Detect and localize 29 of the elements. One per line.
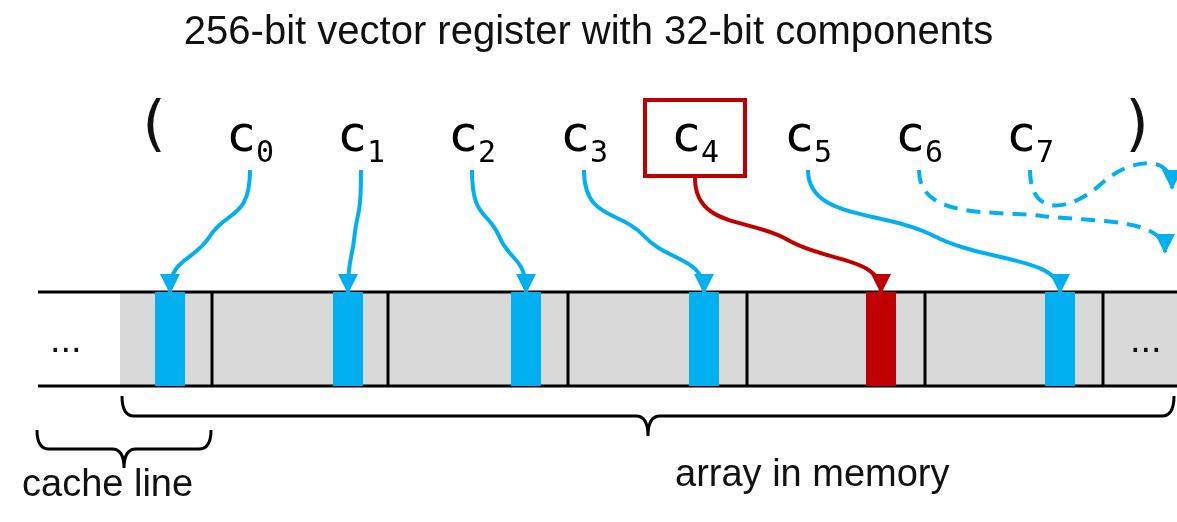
vector-component: c$_{0}$ bbox=[210, 98, 290, 178]
diagram-title: 256-bit vector register with 32-bit components bbox=[182, 8, 995, 53]
arrow bbox=[917, 169, 1172, 254]
vector-component: c$_{6}$ bbox=[879, 98, 959, 178]
ellipsis: ... bbox=[1130, 318, 1162, 361]
arrow bbox=[582, 169, 713, 294]
arrow bbox=[693, 177, 889, 294]
brace-label: array in memory bbox=[675, 452, 950, 495]
vector-component: c$_{7}$ bbox=[990, 98, 1070, 178]
ellipsis: ... bbox=[50, 318, 82, 361]
highlighted-element-bar bbox=[1045, 292, 1075, 386]
arrow bbox=[338, 170, 363, 294]
highlighted-element-bar bbox=[333, 292, 363, 386]
vector-component: c$_{1}$ bbox=[321, 98, 401, 178]
arrow bbox=[806, 169, 1067, 294]
brace-label: cache line bbox=[22, 462, 194, 505]
highlighted-vector-component: c$_{4}$ bbox=[643, 98, 747, 178]
vector-component: c$_{2}$ bbox=[432, 98, 512, 178]
arrow bbox=[161, 169, 252, 294]
arrow bbox=[1028, 161, 1177, 208]
highlighted-element-bar bbox=[155, 292, 185, 386]
highlighted-element-bar bbox=[511, 292, 541, 386]
paren: ) bbox=[1120, 88, 1157, 158]
vector-component: c$_{5}$ bbox=[768, 98, 848, 178]
vector-component: c$_{3}$ bbox=[544, 98, 624, 178]
highlighted-element-bar bbox=[689, 292, 719, 386]
highlighted-element-bar bbox=[866, 292, 896, 386]
arrow bbox=[470, 169, 536, 294]
paren: ( bbox=[135, 88, 172, 158]
